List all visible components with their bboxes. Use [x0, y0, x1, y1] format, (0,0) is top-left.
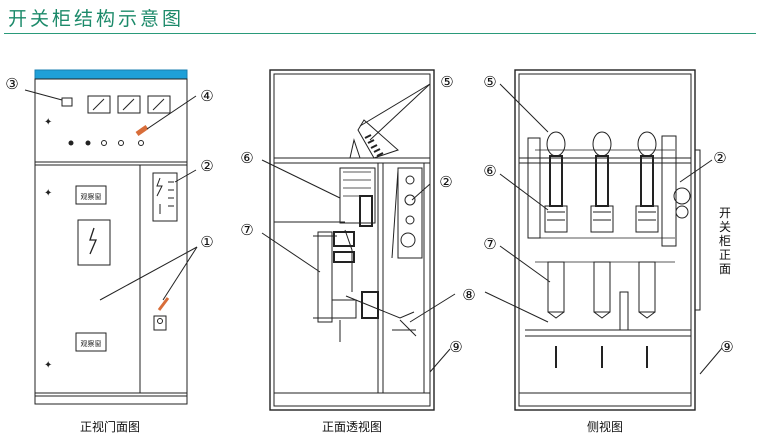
callout-5: ⑤ — [483, 73, 496, 91]
title-divider — [4, 33, 756, 34]
observation-plate-upper — [75, 185, 107, 205]
page-title: 开关柜结构示意图 — [8, 8, 185, 30]
callout-3: ③ — [5, 75, 18, 93]
front-door-view: ✦ ✦ ✦ — [24, 69, 198, 405]
relay-window — [152, 172, 178, 222]
meter-window — [147, 95, 171, 114]
callout-2: ② — [713, 149, 726, 167]
observation-plate-upper-label: 观察窗 — [81, 192, 102, 201]
callout-9: ⑨ — [449, 338, 462, 356]
callout-4: ④ — [200, 87, 213, 105]
callout-6: ⑥ — [483, 162, 496, 180]
transparent-cabinet-outline — [269, 69, 435, 411]
caption-front-door-view: 正视门面图 — [79, 420, 140, 434]
callout-2: ② — [439, 173, 452, 191]
callout-7: ⑦ — [240, 221, 253, 239]
mimic-panel — [77, 219, 111, 266]
callout-7: ⑦ — [483, 235, 496, 253]
hinge-cross: ✦ — [44, 117, 52, 128]
meter-window — [117, 95, 141, 114]
side-cabinet-outline — [514, 69, 696, 411]
observation-plate-lower — [75, 332, 107, 352]
phase-column-a — [544, 131, 568, 368]
meter-window — [61, 97, 73, 107]
caption-side-view: 侧视图 — [586, 420, 623, 434]
callout-9: ⑨ — [720, 338, 733, 356]
callout-1: ① — [200, 233, 213, 251]
caption-transparent-view: 正面透视图 — [321, 420, 382, 434]
phase-column-b — [590, 131, 614, 368]
indicator-bar — [157, 297, 170, 311]
svg-text:✦: ✦ — [44, 188, 52, 199]
side-view — [484, 69, 723, 411]
front-roof-band — [34, 69, 188, 80]
callout-2: ② — [200, 157, 213, 175]
observation-plate-lower-label: 观察窗 — [81, 339, 102, 348]
callout-6: ⑥ — [240, 149, 253, 167]
phase-column-c — [635, 131, 659, 368]
operating-mechanism — [397, 167, 423, 259]
load-switch-fuse — [317, 231, 333, 323]
front-door-edge — [694, 149, 701, 311]
callout-8: ⑧ — [462, 286, 475, 304]
cabinet-front-label: 开关柜正面 — [718, 206, 731, 276]
meter-window — [87, 95, 111, 114]
svg-text:✦: ✦ — [44, 360, 52, 371]
front-cabinet-outline — [34, 78, 188, 405]
indicator-bar — [135, 124, 149, 137]
callout-5: ⑤ — [440, 73, 453, 91]
door-lock — [153, 315, 167, 331]
transparent-view — [261, 69, 456, 411]
